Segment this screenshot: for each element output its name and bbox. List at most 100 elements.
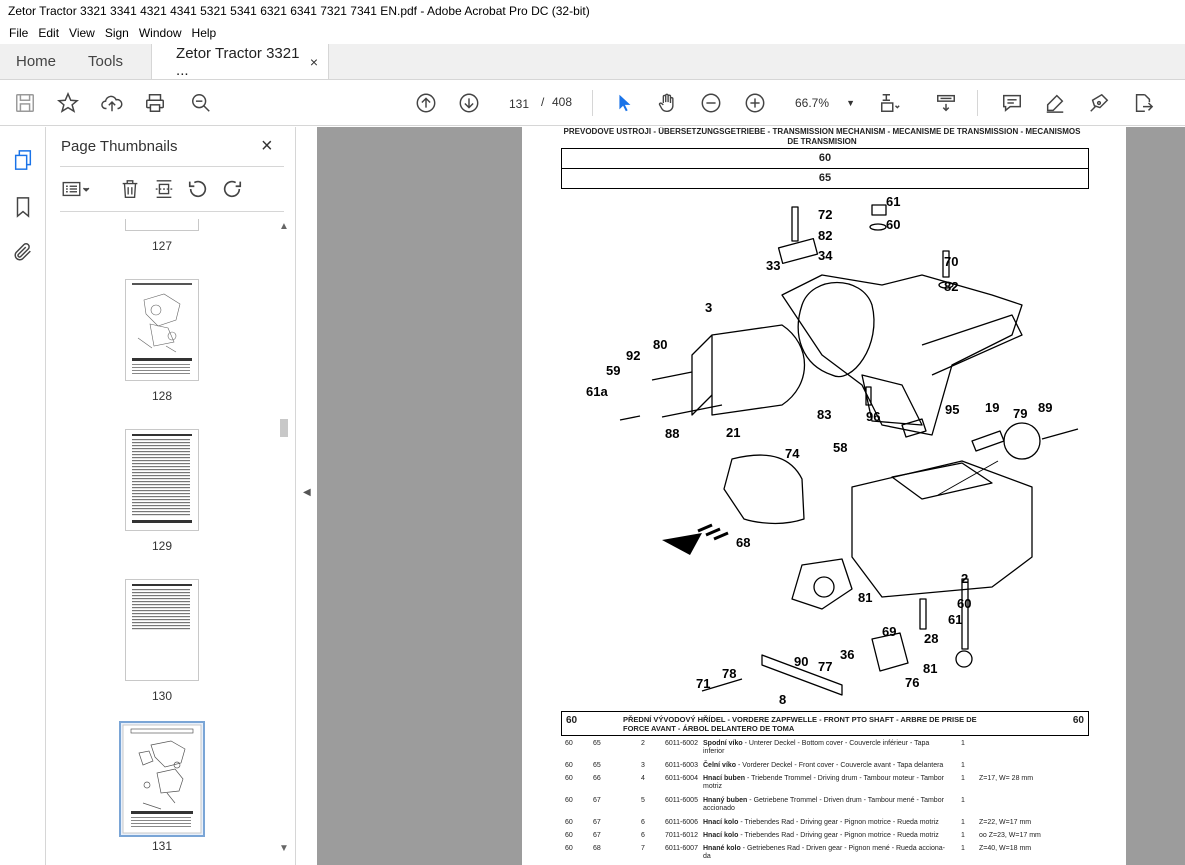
callout-60b: 60 bbox=[957, 596, 972, 611]
rotate-left-icon[interactable] bbox=[186, 177, 210, 201]
page-thumbnail-127[interactable] bbox=[125, 219, 199, 231]
zoom-out-icon[interactable] bbox=[699, 91, 723, 115]
row-quantity: 1 bbox=[961, 845, 965, 852]
attachments-icon[interactable] bbox=[11, 240, 35, 264]
row-translations: - Vorderer Deckel - Front cover - Couver… bbox=[736, 762, 944, 769]
page-thumbnail-130[interactable] bbox=[125, 579, 199, 681]
callout-33: 33 bbox=[766, 258, 781, 273]
thumbnail-label: 129 bbox=[151, 539, 173, 553]
shaft-28 bbox=[961, 578, 969, 650]
disc-19 bbox=[1003, 422, 1041, 460]
callout-92: 92 bbox=[626, 348, 641, 363]
previous-page-icon[interactable] bbox=[414, 91, 438, 115]
scrollbar-thumb[interactable] bbox=[280, 419, 288, 437]
page-fit-icon[interactable] bbox=[878, 91, 902, 115]
row-quantity: 1 bbox=[961, 819, 965, 826]
section-header: 60 PŘEDNÍ VÝVODOVÝ HŘÍDEL - VORDERE ZAPF… bbox=[561, 711, 1089, 736]
row-subgroup: 68 bbox=[593, 845, 601, 852]
tab-bar: Home Tools Zetor Tractor 3321 ... × bbox=[0, 44, 1185, 80]
next-page-icon[interactable] bbox=[457, 91, 481, 115]
highlight-pen-icon[interactable] bbox=[1043, 91, 1067, 115]
callout-28: 28 bbox=[924, 631, 939, 646]
tab-tools[interactable]: Tools bbox=[88, 53, 124, 70]
hand-tool-icon[interactable] bbox=[655, 91, 679, 115]
toolbar-divider bbox=[592, 90, 593, 116]
callout-61b: 61 bbox=[948, 612, 963, 627]
scroll-up-icon[interactable]: ▲ bbox=[279, 221, 289, 232]
callout-2: 2 bbox=[961, 571, 969, 586]
rotate-right-icon[interactable] bbox=[220, 177, 244, 201]
row-part-number: 6011-6002 bbox=[665, 740, 698, 747]
close-panel-icon[interactable]: × bbox=[261, 135, 273, 157]
cover-21 bbox=[723, 454, 805, 525]
page-number-input[interactable]: 131 bbox=[499, 90, 539, 116]
row-position: 7 bbox=[641, 845, 645, 852]
export-pdf-icon[interactable] bbox=[1131, 91, 1155, 115]
menu-edit[interactable]: Edit bbox=[38, 26, 60, 40]
print-icon[interactable] bbox=[143, 91, 167, 115]
menu-sign[interactable]: Sign bbox=[104, 26, 129, 40]
callout-82: 82 bbox=[818, 228, 833, 243]
bookmark-star-icon[interactable] bbox=[56, 91, 80, 115]
tab-home[interactable]: Home bbox=[16, 53, 57, 70]
row-quantity: 1 bbox=[961, 775, 965, 782]
scroll-mode-icon[interactable] bbox=[934, 91, 958, 115]
close-tab-icon[interactable]: × bbox=[309, 53, 319, 70]
callout-95: 95 bbox=[945, 402, 960, 417]
select-cursor-icon[interactable] bbox=[612, 91, 636, 115]
options-menu-icon[interactable] bbox=[60, 177, 94, 201]
menu-help[interactable]: Help bbox=[191, 26, 217, 40]
panel-title: Page Thumbnails bbox=[61, 138, 178, 155]
row-quantity: 1 bbox=[961, 797, 965, 804]
row-subgroup: 67 bbox=[593, 797, 601, 804]
page-thumbnail-131-selected[interactable] bbox=[119, 721, 205, 837]
front-cover-3 bbox=[711, 324, 805, 416]
menu-view[interactable]: View bbox=[69, 26, 95, 40]
thumbnail-preview bbox=[132, 434, 192, 523]
save-icon[interactable] bbox=[13, 91, 37, 115]
callout-80: 80 bbox=[653, 337, 668, 352]
chevron-down-icon: ▼ bbox=[846, 98, 855, 108]
callout-36: 36 bbox=[840, 647, 855, 662]
comment-icon[interactable] bbox=[1000, 91, 1024, 115]
row-group: 60 bbox=[565, 797, 573, 804]
callout-59: 59 bbox=[606, 363, 621, 378]
washer-60 bbox=[869, 223, 887, 231]
delete-page-icon[interactable] bbox=[118, 177, 142, 201]
section-number-left: 60 bbox=[566, 715, 578, 726]
collapse-panel-icon[interactable]: ◀ bbox=[303, 487, 311, 498]
sign-pen-icon[interactable] bbox=[1087, 91, 1111, 115]
document-viewer[interactable]: PREVODOVE USTROJI - ÜBERSETZUNGSGETRIEBE… bbox=[317, 127, 1185, 865]
row-subgroup: 65 bbox=[593, 740, 601, 747]
zoom-level-select[interactable]: 66.7% ▼ bbox=[789, 90, 859, 116]
row-description: Spodní víko - Unterer Deckel - Bottom co… bbox=[703, 740, 948, 756]
row-quantity: 1 bbox=[961, 740, 965, 747]
extract-pages-icon[interactable] bbox=[152, 177, 176, 201]
panel-splitter[interactable]: ◀ bbox=[295, 127, 317, 865]
scroll-down-icon[interactable]: ▼ bbox=[279, 843, 289, 854]
thumbnail-scrollbar[interactable]: ▲ ▼ bbox=[277, 219, 291, 859]
thumbnail-label: 131 bbox=[151, 839, 173, 853]
row-name-cz: Hnací buben bbox=[703, 775, 746, 782]
menu-window[interactable]: Window bbox=[138, 26, 182, 40]
page-thumbnail-129[interactable] bbox=[125, 429, 199, 531]
bookmarks-icon[interactable] bbox=[11, 195, 35, 219]
pin-95 bbox=[971, 430, 1005, 452]
pin-83 bbox=[865, 386, 872, 406]
direction-arrow bbox=[662, 533, 702, 555]
page-thumbnail-128[interactable] bbox=[125, 279, 199, 381]
tab-document[interactable]: Zetor Tractor 3321 ... × bbox=[151, 44, 330, 79]
zoom-in-icon[interactable] bbox=[743, 91, 767, 115]
plug-61 bbox=[871, 204, 887, 216]
upload-cloud-icon[interactable] bbox=[100, 91, 124, 115]
nut-76 bbox=[955, 650, 973, 668]
thumbnail-label: 128 bbox=[151, 389, 173, 403]
row-subgroup: 65 bbox=[593, 762, 601, 769]
thumbnail-preview bbox=[132, 283, 192, 374]
row-translations: - Triebendes Rad - Driving gear - Pignon… bbox=[738, 819, 939, 826]
page-thumbnails-icon[interactable] bbox=[11, 148, 35, 172]
find-zoom-icon[interactable] bbox=[189, 91, 213, 115]
callout-77: 77 bbox=[818, 659, 833, 674]
row-translations: - Unterer Deckel - Bottom cover - Couver… bbox=[703, 740, 930, 755]
menu-file[interactable]: File bbox=[9, 26, 29, 40]
